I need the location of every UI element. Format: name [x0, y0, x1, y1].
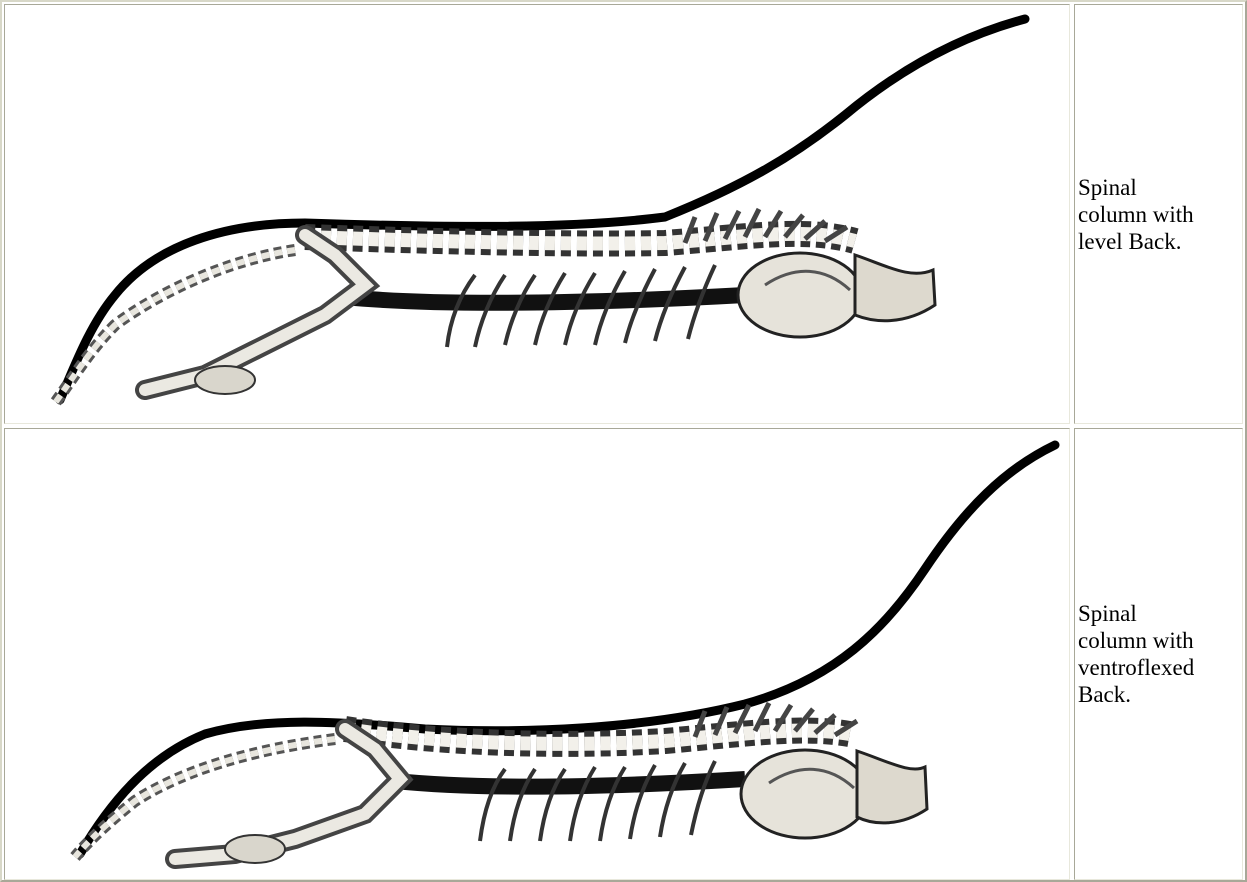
caption-line: level Back.: [1078, 228, 1238, 255]
figure-caption: Spinal column with ventroflexed Back.: [1075, 600, 1238, 708]
skeleton-illustration-level: [5, 5, 1070, 424]
caption-cell: Spinal column with level Back.: [1074, 4, 1243, 424]
caption-line: Back.: [1078, 681, 1238, 708]
figure-caption: Spinal column with level Back.: [1075, 174, 1238, 255]
caption-line: Spinal: [1078, 600, 1238, 627]
caption-line: column with: [1078, 627, 1238, 654]
table-row: Spinal column with level Back.: [4, 4, 1243, 424]
caption-line: ventroflexed: [1078, 654, 1238, 681]
skeleton-illustration-ventroflexed: [5, 429, 1070, 880]
image-cell: [4, 428, 1070, 880]
caption-cell: Spinal column with ventroflexed Back.: [1074, 428, 1243, 880]
caption-line: Spinal: [1078, 174, 1238, 201]
caption-line: column with: [1078, 201, 1238, 228]
image-cell: [4, 4, 1070, 424]
table-row: Spinal column with ventroflexed Back.: [4, 428, 1243, 880]
